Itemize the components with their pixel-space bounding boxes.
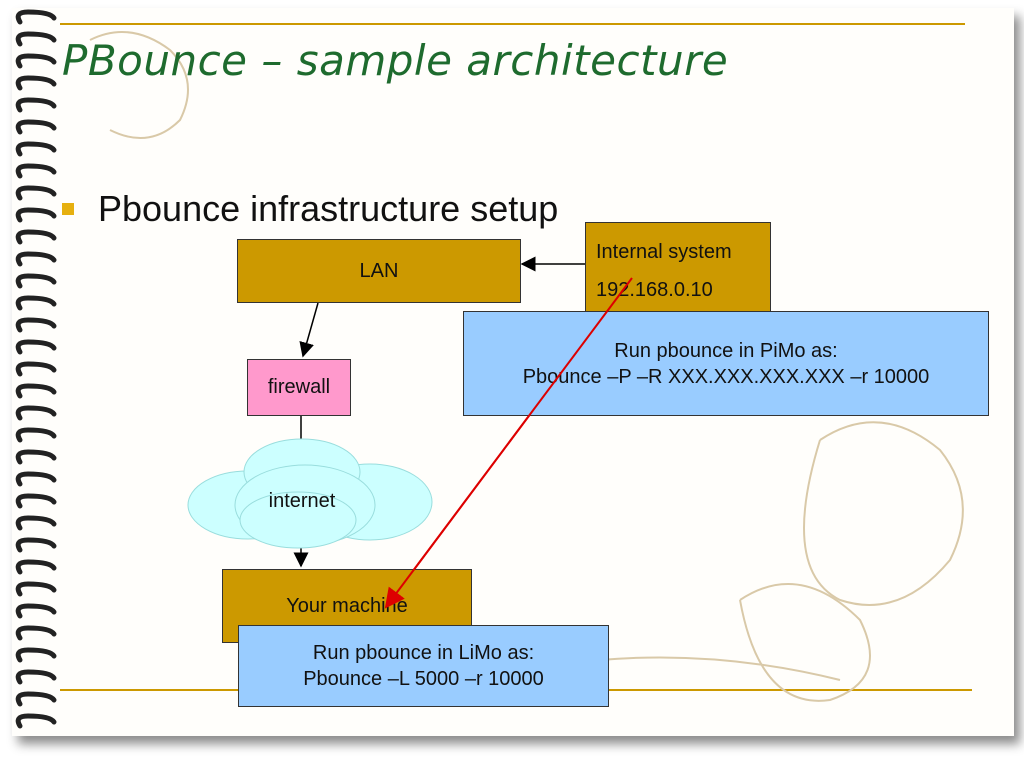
spiral-ring <box>15 141 57 157</box>
bullet-marker <box>62 203 74 215</box>
lan-label: LAN <box>359 259 399 282</box>
spiral-ring <box>15 559 57 575</box>
spiral-ring <box>15 251 57 267</box>
spiral-ring <box>15 515 57 531</box>
spiral-ring <box>15 317 57 333</box>
firewall-node: firewall <box>247 359 351 416</box>
pimo-note-heading: Run pbounce in PiMo as: <box>614 339 838 362</box>
spiral-ring <box>15 383 57 399</box>
bullet-item: Pbounce infrastructure setup <box>62 188 558 230</box>
spiral-ring <box>15 405 57 421</box>
spiral-ring <box>15 53 57 69</box>
spiral-ring <box>15 273 57 289</box>
spiral-ring <box>15 361 57 377</box>
firewall-label: firewall <box>267 376 331 398</box>
lan-node: LAN <box>237 239 521 303</box>
spiral-ring <box>15 31 57 47</box>
spiral-ring <box>15 603 57 619</box>
spiral-ring <box>15 471 57 487</box>
arrow-lan-to-firewall <box>299 302 319 358</box>
your-machine-label: Your machine <box>286 594 408 617</box>
spiral-ring <box>15 537 57 553</box>
sketch-illustration <box>89 31 964 702</box>
pimo-note: Run pbounce in PiMo as: Pbounce –P –R XX… <box>463 311 989 416</box>
spiral-ring <box>15 97 57 113</box>
spiral-ring <box>15 449 57 465</box>
spiral-ring <box>15 625 57 641</box>
spiral-ring <box>15 119 57 135</box>
spiral-ring <box>15 427 57 443</box>
spiral-ring <box>15 493 57 509</box>
limo-note-command: Pbounce –L 5000 –r 10000 <box>303 668 544 690</box>
limo-note: Run pbounce in LiMo as: Pbounce –L 5000 … <box>238 625 609 707</box>
spiral-ring <box>15 75 57 91</box>
limo-note-heading: Run pbounce in LiMo as: <box>312 642 535 664</box>
bullet-text: Pbounce infrastructure setup <box>98 188 559 229</box>
spiral-ring <box>15 295 57 311</box>
pimo-note-command: Pbounce –P –R XXX.XXX.XXX.XXX –r 10000 <box>522 365 930 388</box>
internal-system-node: Internal system 192.168.0.10 <box>585 222 771 322</box>
internet-label: internet <box>268 489 336 512</box>
page-title: PBounce – sample architecture <box>62 36 729 85</box>
spiral-ring <box>15 647 57 663</box>
internal-system-label: Internal system <box>596 241 732 263</box>
spiral-ring <box>15 581 57 597</box>
spiral-ring <box>15 207 57 223</box>
spiral-ring <box>15 339 57 355</box>
spiral-ring <box>15 713 57 729</box>
spiral-ring <box>15 669 57 685</box>
internal-system-ip: 192.168.0.10 <box>596 279 713 301</box>
spiral-ring <box>15 691 57 707</box>
spiral-ring <box>15 185 57 201</box>
spiral-ring <box>15 9 57 25</box>
spiral-ring <box>15 229 57 245</box>
spiral-ring <box>15 163 57 179</box>
